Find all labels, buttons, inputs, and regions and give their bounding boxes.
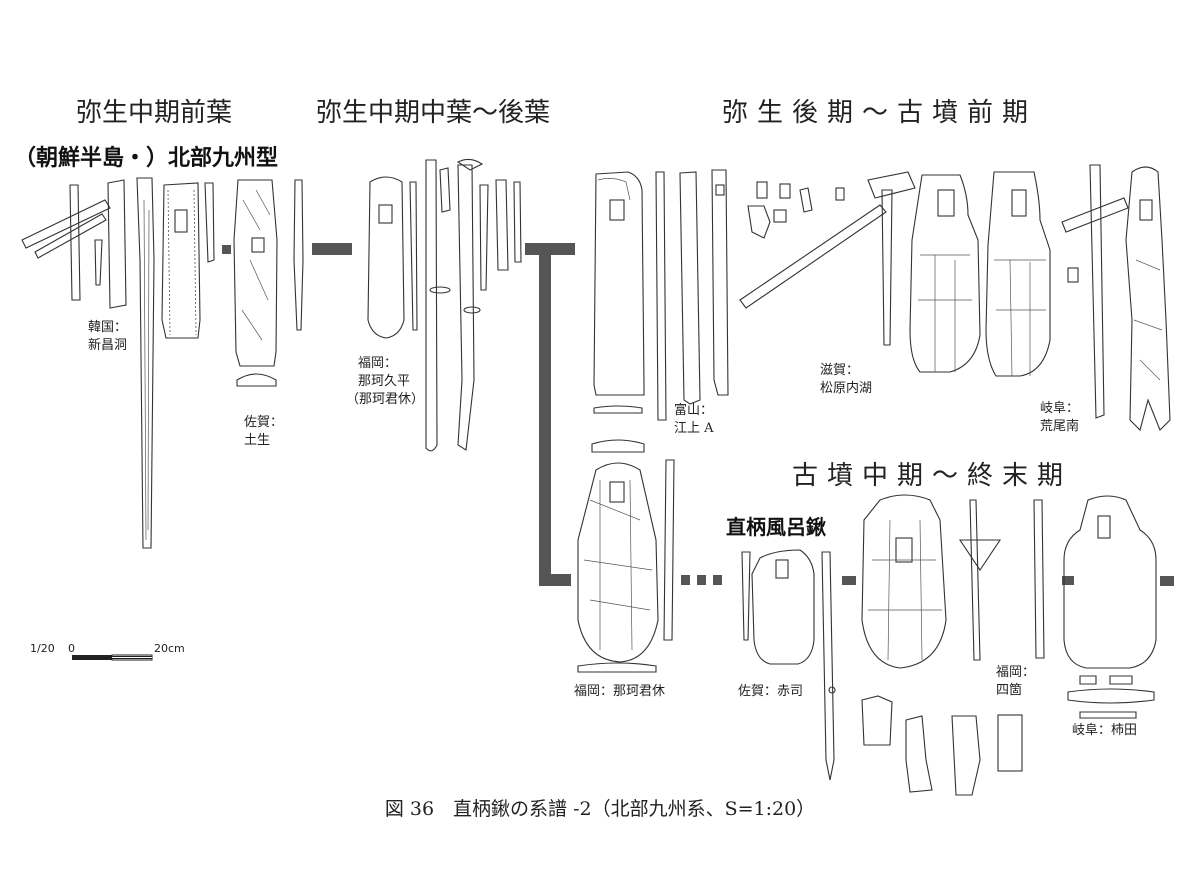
artifact-matsubaranaiko <box>739 171 1051 377</box>
site-label-nakakunkyu: 福岡：那珂君休 <box>574 683 665 701</box>
connector-dot-2 <box>697 575 706 585</box>
site-label-egami: 富山： 江上 A <box>674 402 714 438</box>
period-title-late-yayoi-early-kofun: 弥生後期～古墳前期 <box>722 98 1038 128</box>
site-name: 荒尾南 <box>1040 419 1080 434</box>
period-title-middle-terminal-kofun: 古墳中期～終末期 <box>792 461 1073 491</box>
connector-vertical <box>539 249 551 586</box>
connector-dash-4 <box>842 576 856 585</box>
site-label-nakakuhei: 福岡： 那珂久平 （那珂君休） <box>346 355 424 409</box>
group-label-furo-kuwa: 直柄風呂鍬 <box>726 515 826 539</box>
site-label-habu: 佐賀： 土生 <box>244 414 283 450</box>
site-label-araonan: 岐阜： 荒尾南 <box>1040 400 1079 436</box>
site-pref: 岐阜： <box>1040 401 1080 416</box>
site-name: 那珂久平 <box>358 374 411 389</box>
site-pref: 福岡：那珂君休 <box>574 684 666 699</box>
site-pref: 富山： <box>674 403 714 418</box>
site-pref: 滋賀： <box>820 363 860 378</box>
connector-lines <box>222 243 1174 586</box>
site-name: 土生 <box>244 433 271 448</box>
period-title-early-middle-yayoi: 弥生中期前葉 <box>76 98 233 128</box>
artifact-sinchangdong <box>21 177 215 549</box>
connector-dot-3 <box>713 575 722 585</box>
artifact-small-parts <box>747 181 845 239</box>
scale-ratio: 1/20 <box>30 642 55 655</box>
connector-dash-5 <box>1062 576 1074 585</box>
artifact-shika <box>861 494 1045 796</box>
artifact-kakida <box>1063 495 1157 719</box>
artifact-akashi <box>741 549 836 781</box>
period-title-mid-late-middle-yayoi: 弥生中期中葉～後葉 <box>316 98 551 128</box>
artifact-egami <box>591 169 729 453</box>
site-pref: 福岡： <box>996 665 1036 680</box>
site-name: 四箇 <box>996 683 1023 698</box>
figure-caption: 図 36 直柄鍬の系譜 -2（北部九州系、S=1:20） <box>384 798 816 820</box>
connector-dash-1 <box>222 245 231 254</box>
site-label-matsubaranaiko: 滋賀： 松原内湖 <box>820 362 872 398</box>
artifact-nakakuhei <box>367 158 522 452</box>
site-extra: （那珂君休） <box>346 392 425 407</box>
site-label-sinchangdong: 韓国： 新昌洞 <box>88 319 127 355</box>
scale-zero: 0 <box>68 642 75 655</box>
connector-dash-6 <box>1160 576 1174 586</box>
site-pref: 佐賀：赤司 <box>738 684 804 699</box>
group-label-northern-kyushu: （朝鮮半島・）北部九州型 <box>14 146 279 171</box>
connector-dash-2 <box>312 243 352 255</box>
site-name: 松原内湖 <box>820 381 873 396</box>
site-pref: 岐阜：柿田 <box>1072 723 1138 738</box>
site-name: 江上 A <box>674 421 714 436</box>
artifact-habu <box>233 179 304 387</box>
scale-end: 20cm <box>154 642 185 655</box>
site-pref: 佐賀： <box>244 415 284 430</box>
site-name: 新昌洞 <box>88 338 128 353</box>
connector-dot-1 <box>681 575 690 585</box>
site-pref: 韓国： <box>88 320 128 335</box>
site-label-kakida: 岐阜：柿田 <box>1072 722 1137 740</box>
site-label-shika: 福岡： 四箇 <box>996 664 1035 700</box>
site-pref: 福岡： <box>358 356 398 371</box>
site-label-akashi: 佐賀：赤司 <box>738 683 803 701</box>
scale-bar <box>72 654 153 661</box>
connector-horizontal <box>539 574 571 586</box>
artifact-nakakunkyu <box>577 459 675 673</box>
artifact-araonan <box>1061 164 1171 432</box>
